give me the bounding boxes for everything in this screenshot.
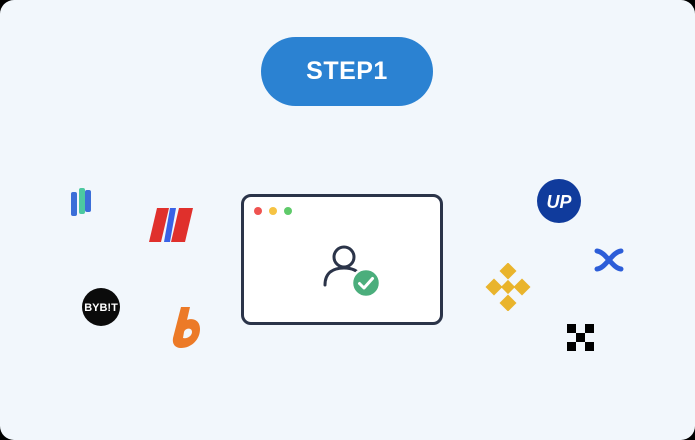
red-dot bbox=[254, 207, 262, 215]
binance-logo-icon bbox=[485, 263, 531, 311]
bithumb-logo-icon bbox=[172, 307, 200, 348]
bitmex-logo-icon bbox=[149, 208, 193, 242]
browser-window bbox=[241, 194, 443, 325]
svg-text:UP: UP bbox=[546, 192, 572, 212]
svg-text:BYB!T: BYB!T bbox=[84, 302, 118, 314]
okx-logo-icon bbox=[567, 324, 594, 351]
bybit-logo-icon: BYB!T bbox=[82, 288, 120, 326]
green-dot bbox=[284, 207, 292, 215]
step-badge: STEP1 bbox=[261, 37, 433, 106]
upbit-logo-icon: UP bbox=[537, 179, 581, 223]
verified-user-icon bbox=[323, 245, 382, 299]
check-icon bbox=[350, 267, 382, 299]
huobi-logo-icon bbox=[71, 188, 91, 216]
xcross-logo-icon bbox=[594, 248, 624, 272]
yellow-dot bbox=[269, 207, 277, 215]
